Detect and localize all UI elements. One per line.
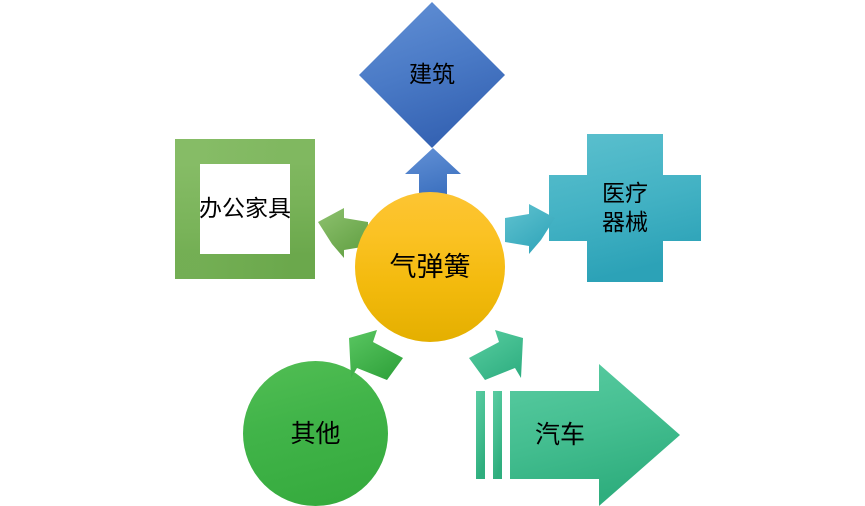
node-construction[interactable] xyxy=(357,0,507,150)
diamond-shape xyxy=(359,2,505,148)
down-right-arrow-icon xyxy=(469,330,523,380)
right-arrow-icon xyxy=(505,204,555,254)
node-automobile[interactable] xyxy=(476,364,680,506)
striped-right-arrow-shape xyxy=(476,364,680,506)
connector-left-arrow-furniture xyxy=(318,206,370,258)
left-arrow-icon xyxy=(318,208,368,258)
hub-gas-spring[interactable] xyxy=(355,192,505,342)
connector-down-right-arrow-automobile xyxy=(463,324,525,384)
up-arrow-icon xyxy=(405,148,461,204)
connector-right-arrow-medical xyxy=(503,202,555,254)
cross-shape xyxy=(549,134,701,282)
node-medical-devices[interactable] xyxy=(549,134,701,282)
node-office-furniture[interactable] xyxy=(175,139,315,279)
connector-down-left-arrow-other xyxy=(347,324,409,384)
node-other[interactable] xyxy=(243,361,388,506)
down-left-arrow-icon xyxy=(349,330,403,380)
connector-up-arrow-construction xyxy=(404,148,462,204)
